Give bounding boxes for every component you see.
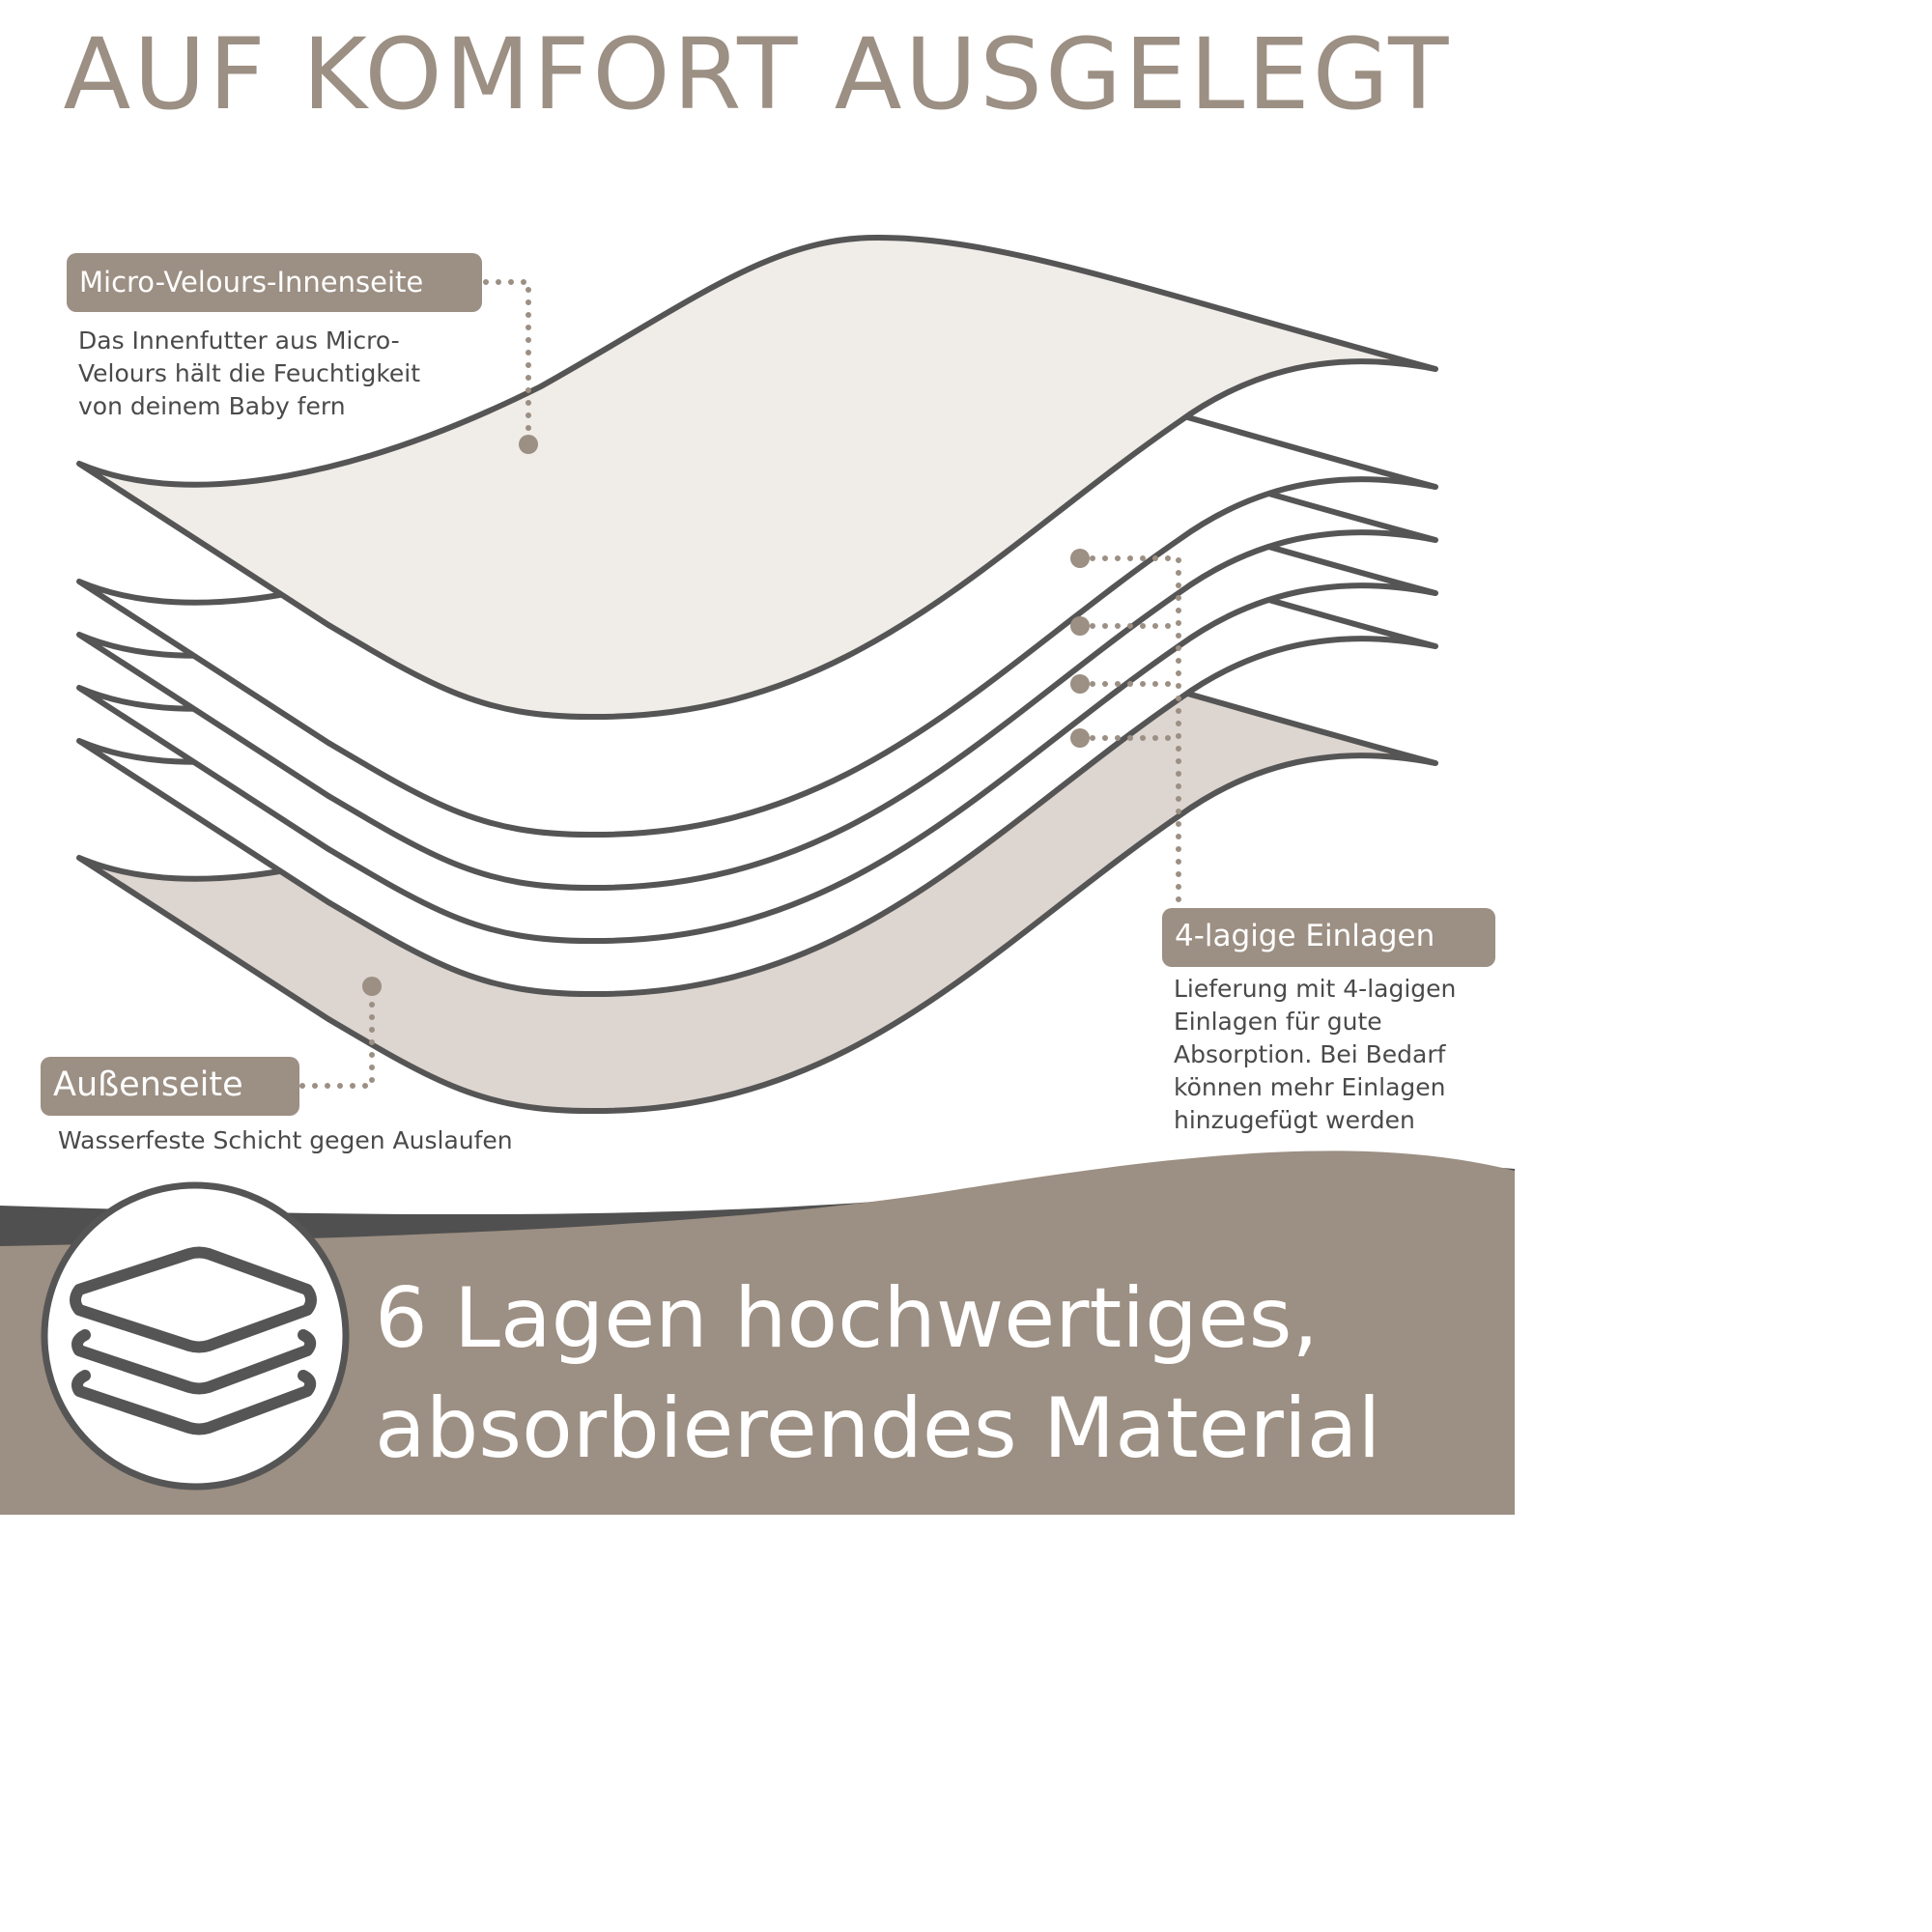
description-line: können mehr Einlagen xyxy=(1174,1073,1446,1101)
icon-circle xyxy=(41,1181,350,1491)
description-line: Lieferung mit 4-lagigen xyxy=(1174,975,1457,1003)
description-line: Wasserfeste Schicht gegen Auslaufen xyxy=(58,1126,513,1154)
fabric-layers xyxy=(76,234,1438,1115)
layer-inner-micro-velours xyxy=(76,234,1438,721)
label-outer-layer: Außenseite xyxy=(41,1057,299,1116)
description-line: von deinem Baby fern xyxy=(78,392,346,420)
banner-wave xyxy=(0,1151,1515,1515)
description-line: hinzugefügt werden xyxy=(1174,1106,1415,1134)
outer-connector xyxy=(299,977,382,1089)
page-title: AUF KOMFORT AUSGELEGT xyxy=(63,17,1452,132)
layers-diagram xyxy=(0,234,1515,1515)
description-line: Das Innenfutter aus Micro- xyxy=(78,327,400,355)
headline-line-2: absorbierendes Material xyxy=(375,1380,1381,1477)
description-line: Absorption. Bei Bedarf xyxy=(1174,1040,1446,1068)
headline-line-1: 6 Lagen hochwertiges, xyxy=(375,1270,1319,1367)
layers-stack-icon xyxy=(70,1246,317,1435)
description-outer-layer: Wasserfeste Schicht gegen Auslaufen xyxy=(58,1124,513,1157)
description-line: Velours hält die Feuchtigkeit xyxy=(78,359,421,387)
description-inner-layer: Das Innenfutter aus Micro- Velours hält … xyxy=(78,325,420,423)
label-inserts: 4-lagige Einlagen xyxy=(1162,908,1495,967)
description-line: Einlagen für gute xyxy=(1174,1008,1382,1036)
inserts-connector xyxy=(1070,549,1181,911)
inner-connector xyxy=(483,279,538,454)
headline: 6 Lagen hochwertiges, absorbierendes Mat… xyxy=(375,1264,1380,1484)
description-inserts: Lieferung mit 4-lagigen Einlagen für gut… xyxy=(1174,973,1456,1137)
label-inner-layer: Micro-Velours-Innenseite xyxy=(67,253,482,312)
